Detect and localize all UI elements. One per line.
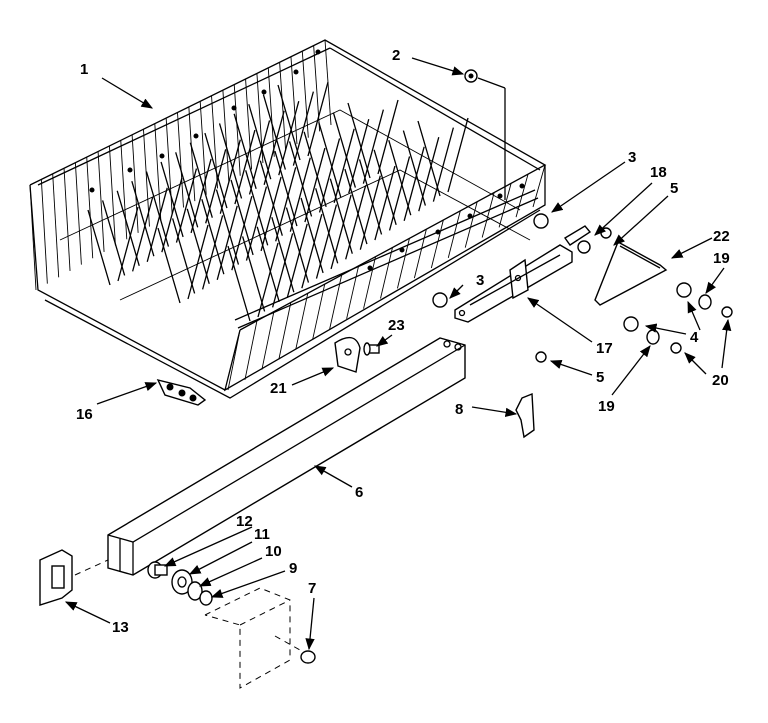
callout-3b: 3 — [476, 272, 484, 289]
callout-12: 12 — [236, 513, 253, 530]
callout-5b: 5 — [596, 369, 604, 386]
washer-2 — [464, 69, 478, 83]
callout-13: 13 — [112, 619, 129, 636]
callout-2: 2 — [392, 47, 400, 64]
wire-rack — [29, 39, 547, 399]
callout-20: 20 — [712, 372, 729, 389]
callout-8: 8 — [455, 401, 463, 418]
screw-23 — [363, 342, 380, 356]
bushing-3 — [432, 213, 549, 308]
callout-19a: 19 — [713, 250, 730, 267]
callout-17: 17 — [596, 340, 613, 357]
bracket-17 — [454, 244, 573, 323]
dashed-bracket — [204, 587, 316, 689]
leader-lines — [64, 57, 732, 651]
callout-16: 16 — [76, 406, 93, 423]
bracket-16 — [156, 378, 207, 406]
callout-1: 1 — [80, 61, 88, 78]
callout-21: 21 — [270, 380, 287, 397]
callout-22: 22 — [713, 228, 730, 245]
callout-5a: 5 — [670, 180, 678, 197]
callout-10: 10 — [265, 543, 282, 560]
plate-22 — [594, 241, 668, 306]
callout-11: 11 — [254, 526, 270, 543]
callout-23: 23 — [388, 317, 405, 334]
callout-3a: 3 — [628, 149, 636, 166]
callout-18: 18 — [650, 164, 667, 181]
callout-19b: 19 — [598, 398, 615, 415]
clip-8 — [515, 392, 535, 439]
rail-end-cap — [39, 549, 109, 606]
cam-21 — [334, 336, 361, 373]
callout-6: 6 — [355, 484, 363, 501]
callout-labels: 1 2 3 3 4 5 5 6 7 8 9 10 11 12 13 16 17 … — [76, 47, 730, 636]
plate-18 — [563, 225, 612, 254]
track-rail — [107, 337, 466, 576]
callout-7: 7 — [308, 580, 316, 597]
washers — [535, 282, 733, 363]
callout-4: 4 — [690, 329, 699, 346]
wheel-assembly — [147, 561, 213, 606]
callout-9: 9 — [289, 560, 297, 577]
